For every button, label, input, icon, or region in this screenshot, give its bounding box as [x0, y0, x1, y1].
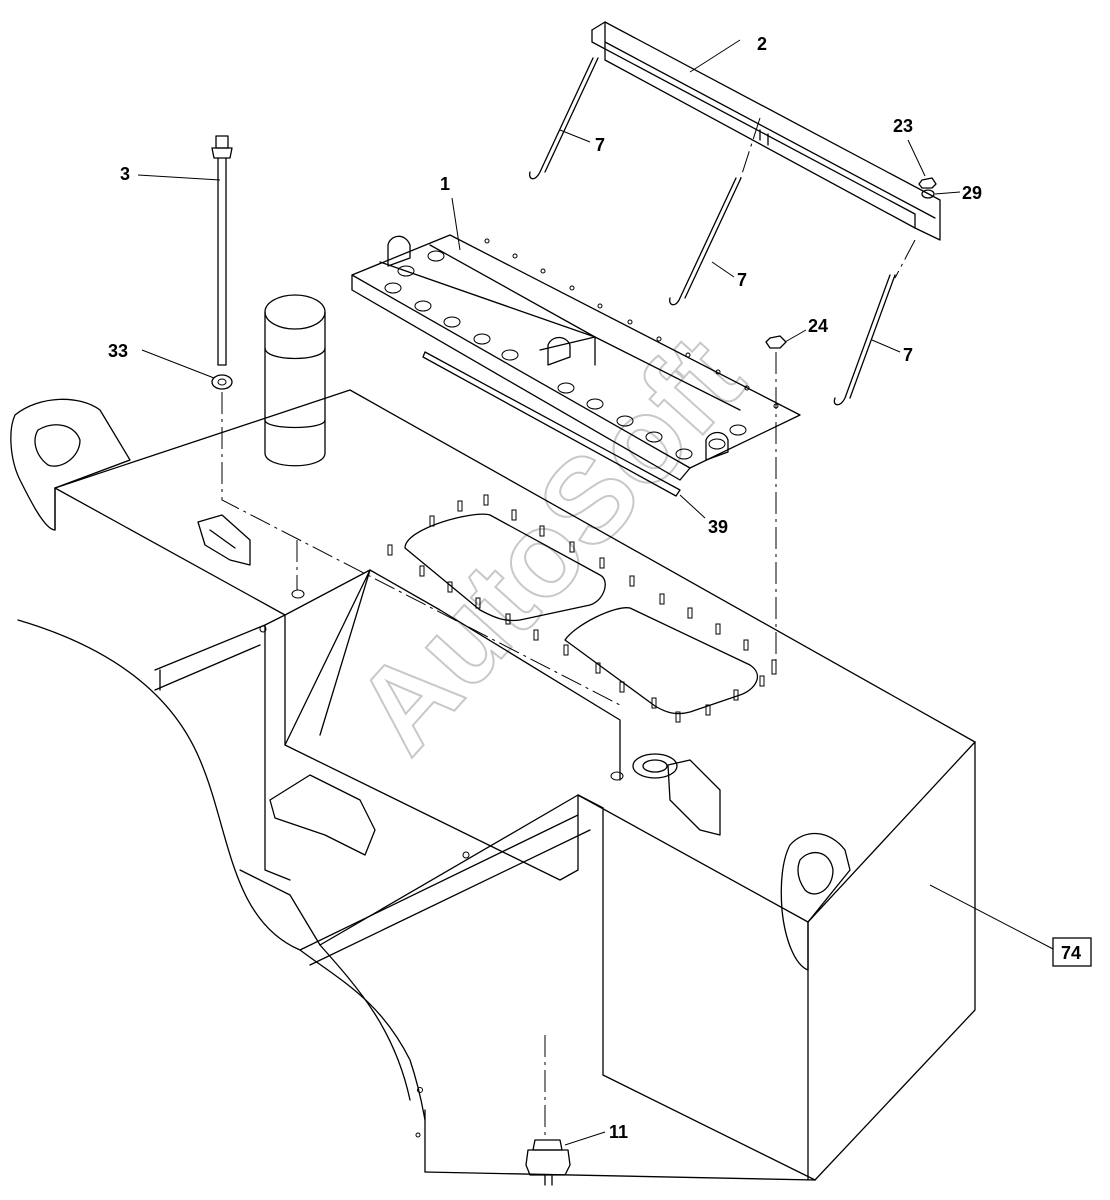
callout-labels: 1 2 3 7 7 7 11 23 24 29 33 39 74 [108, 34, 1092, 1142]
cover-studs [387, 494, 777, 723]
callout-33: 33 [108, 341, 128, 361]
tank-bracket-right [667, 759, 721, 836]
tank-bracket-top [197, 514, 251, 566]
j-bolt-left [529, 57, 599, 180]
callout-7-left: 7 [595, 135, 605, 155]
washer-29 [921, 189, 935, 199]
nut-23 [918, 177, 937, 189]
callout-3: 3 [120, 164, 130, 184]
assembly-centerlines [221, 117, 916, 1135]
leader-lines [137, 39, 1056, 1146]
callout-24: 24 [808, 316, 828, 336]
washer-33 [211, 374, 233, 390]
access-cover-left [404, 513, 606, 622]
battery-tray [351, 234, 801, 481]
dipstick [211, 135, 233, 366]
nut-24 [765, 335, 787, 349]
callout-29: 29 [962, 183, 982, 203]
right-lifting-eye [780, 832, 851, 971]
callout-11: 11 [609, 1122, 628, 1142]
callout-74-box [1052, 937, 1092, 967]
callout-23: 23 [893, 116, 913, 136]
callout-1: 1 [440, 174, 450, 194]
hold-down-bar [591, 21, 941, 241]
callout-39: 39 [708, 517, 728, 537]
j-bolt-middle [669, 177, 742, 306]
j-bolt-right [833, 274, 896, 406]
filter-cylinder [264, 294, 326, 467]
drain-plug [525, 1139, 571, 1186]
access-cover-right [564, 607, 759, 715]
callout-2: 2 [757, 34, 767, 54]
tank-body [17, 389, 976, 1181]
callout-7-right: 7 [903, 345, 913, 365]
tank-filler-port [291, 589, 678, 781]
rubber-strip [422, 351, 681, 497]
callout-74: 74 [1061, 943, 1081, 963]
callout-7-middle: 7 [737, 270, 747, 290]
tank-bracket-mid [269, 774, 376, 856]
left-lifting-eye [10, 398, 131, 531]
